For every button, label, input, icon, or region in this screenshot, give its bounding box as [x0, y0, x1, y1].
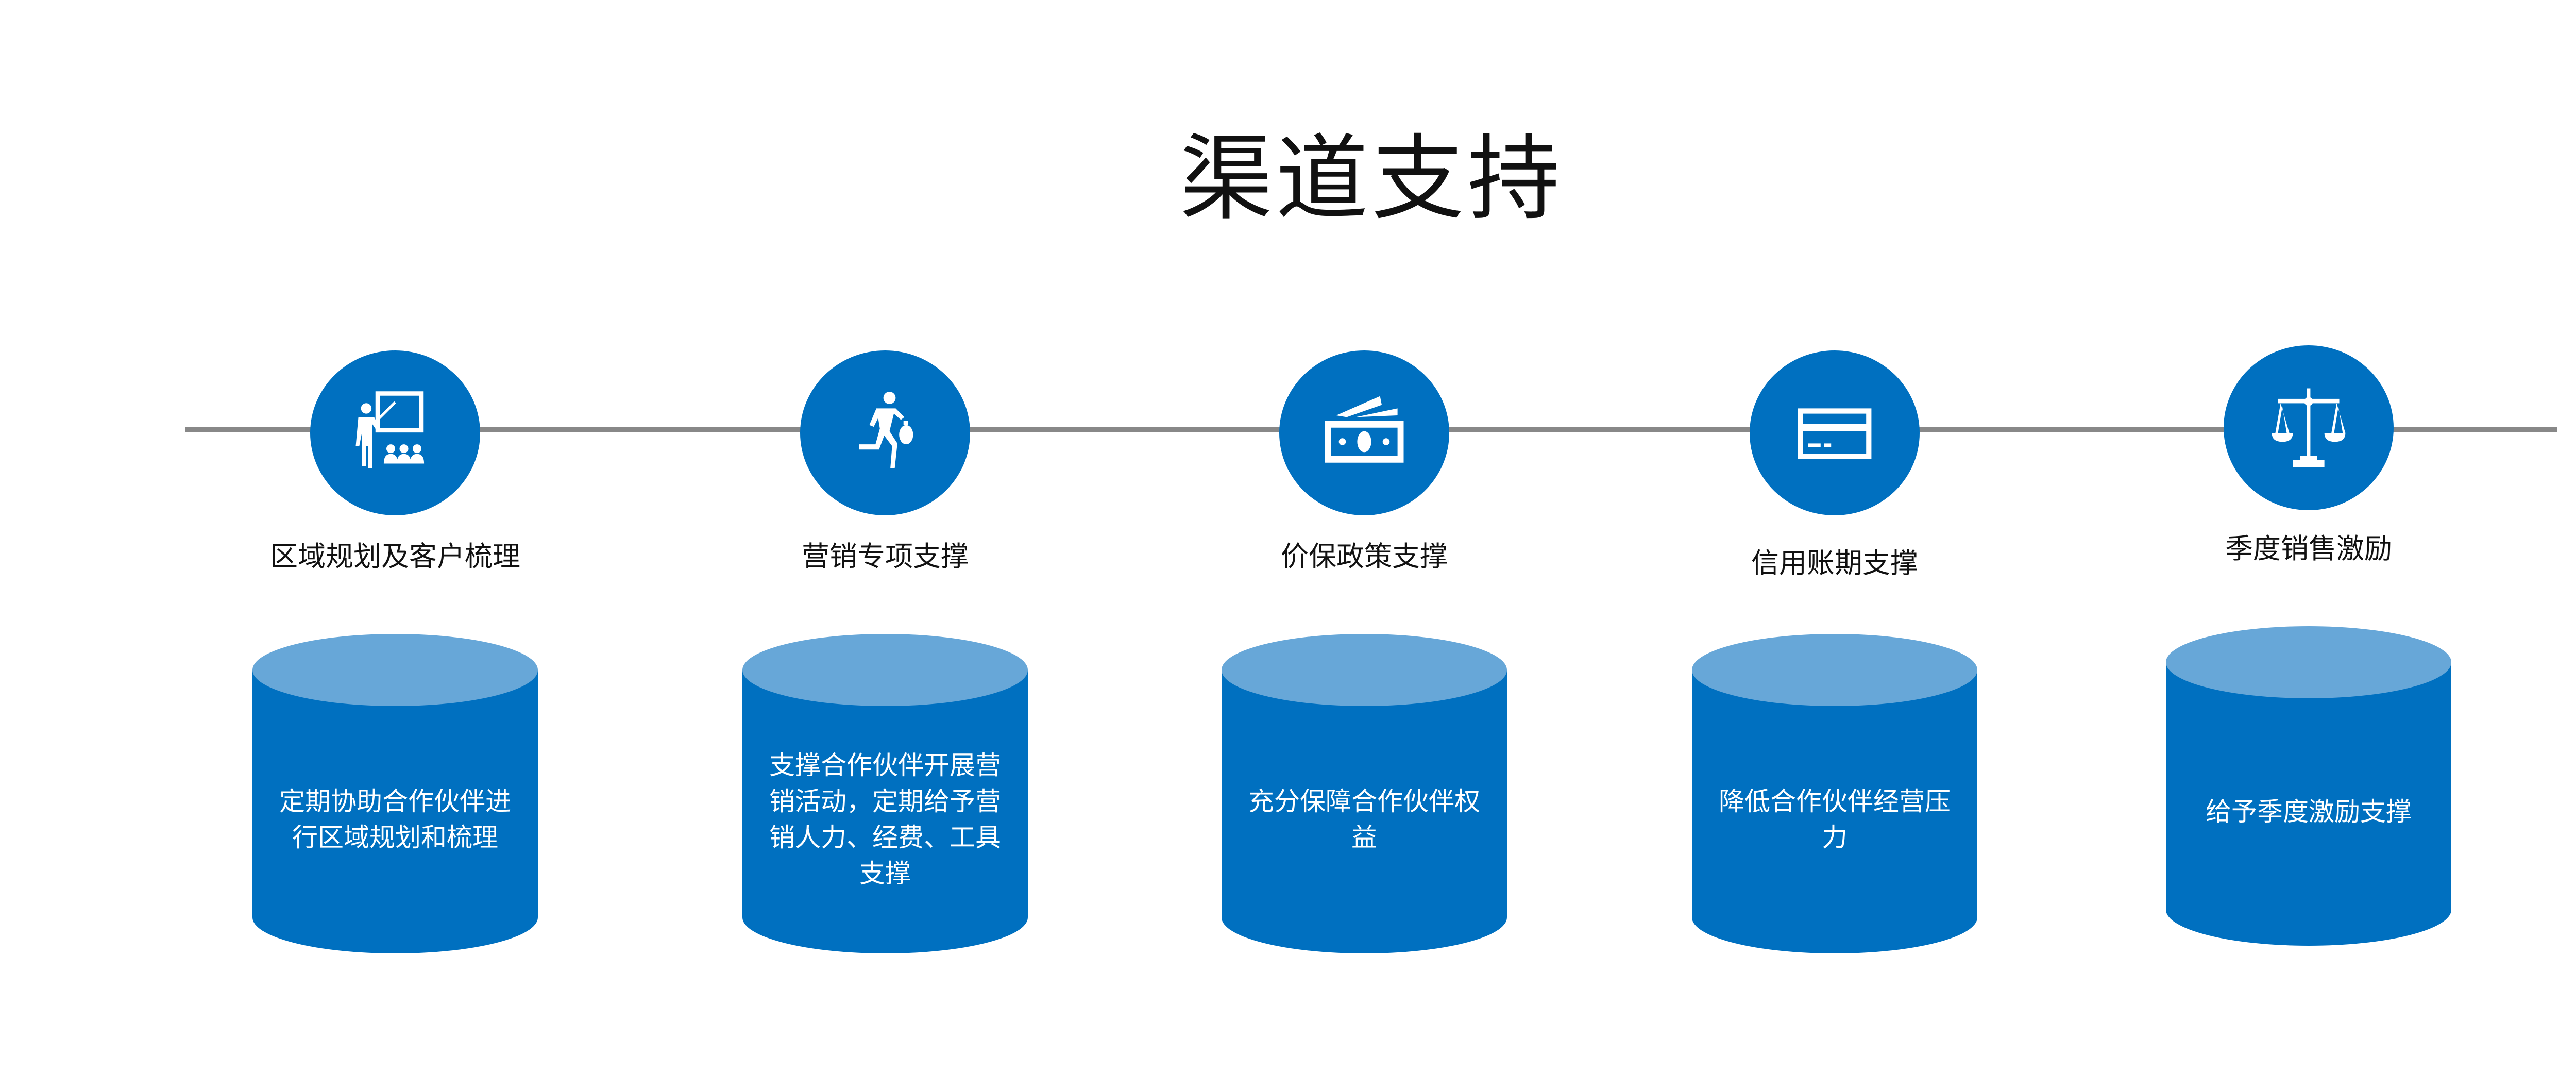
item-label: 营销专项支撑 — [802, 540, 969, 573]
cylinder-body — [252, 670, 538, 917]
cylinder-body — [1222, 670, 1507, 917]
cylinder: 给予季度激励支撑 — [2166, 626, 2451, 946]
item-description: 定期协助合作伙伴进行区域规划和梳理 — [279, 786, 511, 852]
item-quarterly-incentive: 季度销售激励 给予季度激励支撑 — [2154, 0, 2463, 1072]
item-description: 给予季度激励支撑 — [2206, 797, 2412, 827]
item-description: 支撑合作伙伴开展营销活动，定期给予营销人力、经费、工具支撑 — [769, 750, 1001, 889]
item-description: 降低合作伙伴经营压力 — [1719, 786, 1951, 852]
item-label: 价保政策支撑 — [1281, 540, 1448, 573]
item-marketing: 营销专项支撑 支撑合作伙伴开展营销活动，定期给予营销人力、经费、工具支撑 — [731, 0, 1040, 1072]
cash-money-icon — [1325, 396, 1404, 463]
cylinder: 充分保障合作伙伴权益 — [1222, 634, 1507, 953]
item-label: 信用账期支撑 — [1751, 547, 1918, 579]
cylinder-top — [1222, 634, 1507, 706]
page-title: 渠道支持 — [1179, 125, 1563, 233]
cylinder-bottom — [742, 881, 1028, 953]
cylinder: 支撑合作伙伴开展营销活动，定期给予营销人力、经费、工具支撑 — [742, 634, 1028, 953]
item-regional-planning: 区域规划及客户梳理 定期协助合作伙伴进行区域规划和梳理 — [241, 0, 550, 1072]
balance-scale-icon — [2272, 388, 2346, 467]
cylinder-top — [1692, 634, 1977, 706]
cylinder-bottom — [2166, 874, 2451, 946]
teacher-presentation-icon — [355, 391, 425, 468]
cylinder-bottom — [1692, 881, 1977, 953]
cylinder-bottom — [1222, 881, 1507, 953]
credit-card-icon — [1798, 408, 1872, 459]
cylinder: 定期协助合作伙伴进行区域规划和梳理 — [252, 634, 538, 953]
item-label: 季度销售激励 — [2225, 532, 2392, 565]
cylinder-body — [742, 670, 1028, 917]
cylinder-top — [742, 634, 1028, 706]
icon-circle — [1279, 350, 1449, 515]
cylinder: 降低合作伙伴经营压力 — [1692, 634, 1977, 953]
cylinder-bottom — [252, 881, 538, 953]
item-label: 区域规划及客户梳理 — [270, 540, 520, 573]
icon-circle — [2224, 345, 2394, 510]
icon-circle — [1750, 350, 1920, 515]
item-price-protection: 价保政策支撑 充分保障合作伙伴权益 — [1210, 0, 1519, 1072]
icon-circle — [800, 350, 970, 515]
icon-circle — [310, 350, 480, 515]
item-description: 充分保障合作伙伴权益 — [1248, 786, 1480, 852]
cylinder-top — [2166, 626, 2451, 698]
cylinder-body — [2166, 662, 2451, 910]
running-man-moneybag-icon — [859, 392, 913, 468]
cylinder-top — [252, 634, 538, 706]
cylinder-body — [1692, 670, 1977, 917]
item-credit-term: 信用账期支撑 降低合作伙伴经营压力 — [1680, 0, 1989, 1072]
